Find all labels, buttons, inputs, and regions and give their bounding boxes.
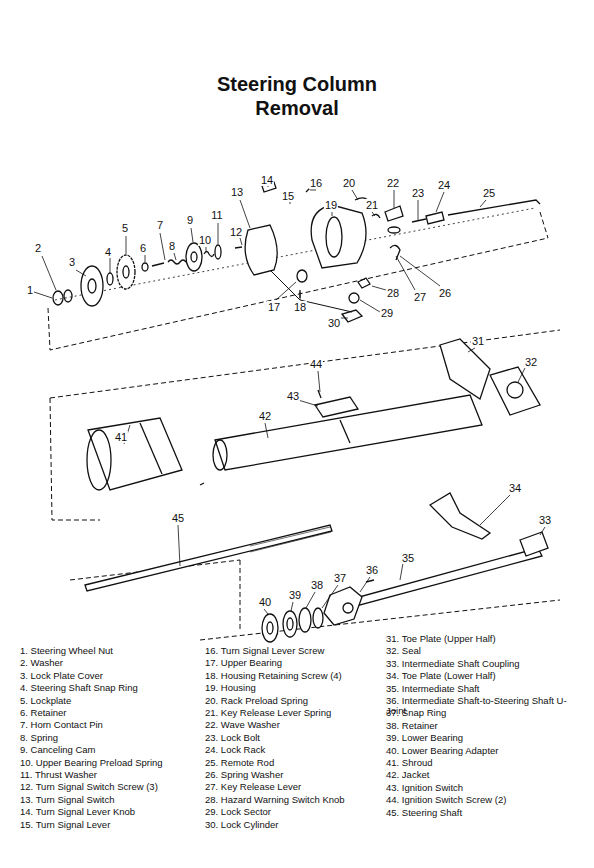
parts-list-item: 23. Lock Bolt [205,733,260,743]
parts-list-item: 37. Snap Ring [386,708,586,718]
callout-number: 21 [365,199,379,211]
parts-list-item: 40. Lower Bearing Adapter [386,746,586,756]
callout-number: 3 [68,256,76,268]
callout-number: 27 [413,291,427,303]
parts-list-item: 42. Jacket [386,770,586,780]
callout-number: 4 [104,246,112,258]
callout-number: 7 [156,219,164,231]
callout-number: 28 [386,287,400,299]
callout-number: 13 [230,186,244,198]
parts-list-item: 4. Steering Shaft Snap Ring [20,683,138,693]
parts-list-item: 14. Turn Signal Lever Knob [20,807,135,817]
leader-lines [34,185,545,614]
callout-number: 35 [401,552,415,564]
parts-list-item: 25. Remote Rod [205,758,274,768]
callout-number: 37 [333,572,347,584]
parts-list-item: 3. Lock Plate Cover [20,671,103,681]
callout-number: 41 [114,431,128,443]
parts-list-item: 15. Turn Signal Lever [20,820,110,830]
callout-number: 44 [309,358,323,370]
parts-list-item: 39. Lower Bearing [386,733,586,743]
top-row-parts [53,182,540,322]
parts-list-item: 26. Spring Washer [205,770,283,780]
parts-list-item: 33. Intermediate Shaft Coupling [386,659,586,669]
parts-list-item: 38. Retainer [386,721,586,731]
callout-number: 43 [286,390,300,402]
parts-list-item: 22. Wave Washer [205,720,280,730]
callout-number: 34 [508,482,522,494]
parts-list-item: 18. Housing Retaining Screw (4) [205,671,342,681]
callout-number: 11 [210,209,223,221]
parts-list-item: 27. Key Release Lever [205,782,301,792]
middle-parts [87,339,540,539]
parts-list-item: 31. Toe Plate (Upper Half) [386,634,586,644]
parts-list-item: 11. Thrust Washer [20,770,97,780]
parts-list-item: 17. Upper Bearing [205,658,282,668]
callout-number: 29 [380,307,394,319]
parts-list-item: 5. Lockplate [20,696,71,706]
callout-number: 14 [260,174,274,186]
parts-list-item: 8. Spring [20,733,58,743]
callout-number: 30 [327,317,341,329]
parts-list-item: 29. Lock Sector [205,807,271,817]
callout-number: 10 [198,234,212,246]
parts-list-item: 24. Lock Rack [205,745,265,755]
parts-list-item: 34. Toe Plate (Lower Half) [386,671,586,681]
parts-list-item: 13. Turn Signal Switch [20,795,115,805]
parts-list-item: 41. Shroud [386,758,586,768]
parts-list-item: 19. Housing [205,683,256,693]
callout-number: 33 [538,514,552,526]
callout-number: 17 [267,301,281,313]
callout-number: 18 [293,301,307,313]
callout-number: 9 [186,214,194,226]
parts-list-item: 2. Washer [20,658,63,668]
diagram-title: Steering Column Removal [197,72,397,120]
callout-number: 25 [482,187,496,199]
callout-number: 32 [524,356,538,368]
parts-list-item: 7. Horn Contact Pin [20,720,103,730]
parts-list-item: 9. Canceling Cam [20,745,96,755]
callout-number: 1 [26,284,34,296]
parts-list-item: 10. Upper Bearing Preload Spring [20,758,163,768]
parts-list-item: 43. Ignition Switch [386,783,586,793]
callout-number: 40 [258,596,272,608]
callout-number: 31 [471,335,485,347]
callout-number: 26 [438,287,452,299]
parts-list-item: 1. Steering Wheel Nut [20,646,113,656]
callout-number: 8 [168,240,176,252]
bottom-parts [85,525,548,642]
callout-number: 5 [121,222,129,234]
parts-list-item: 45. Steering Shaft [386,808,586,818]
callout-number: 38 [310,579,324,591]
parts-list-item: 30. Lock Cylinder [205,820,278,830]
section-frame [48,212,560,640]
parts-list-item: 12. Turn Signal Switch Screw (3) [20,782,158,792]
callout-number: 24 [437,179,451,191]
parts-list-item: 28. Hazard Warning Switch Knob [205,795,345,805]
callout-number: 42 [258,410,272,422]
callout-number: 39 [288,589,302,601]
callout-number: 23 [411,187,425,199]
parts-list-item: 32. Seal [386,646,586,656]
callout-number: 2 [34,242,42,254]
callout-number: 36 [365,564,379,576]
parts-list-item: 6. Retainer [20,708,66,718]
callout-number: 15 [281,190,295,202]
callout-number: 19 [324,199,338,211]
parts-list-item: 16. Turn Signal Lever Screw [205,646,324,656]
callout-number: 22 [386,177,400,189]
callout-number: 20 [342,177,356,189]
callout-number: 6 [139,242,147,254]
parts-list-item: 21. Key Release Lever Spring [205,708,331,718]
callout-number: 12 [229,226,243,238]
parts-list-item: 44. Ignition Switch Screw (2) [386,795,586,805]
parts-list-item: 35. Intermediate Shaft [386,684,586,694]
parts-list-item: 20. Rack Preload Spring [205,696,308,706]
callout-number: 16 [309,177,323,189]
callout-number: 45 [171,512,185,524]
